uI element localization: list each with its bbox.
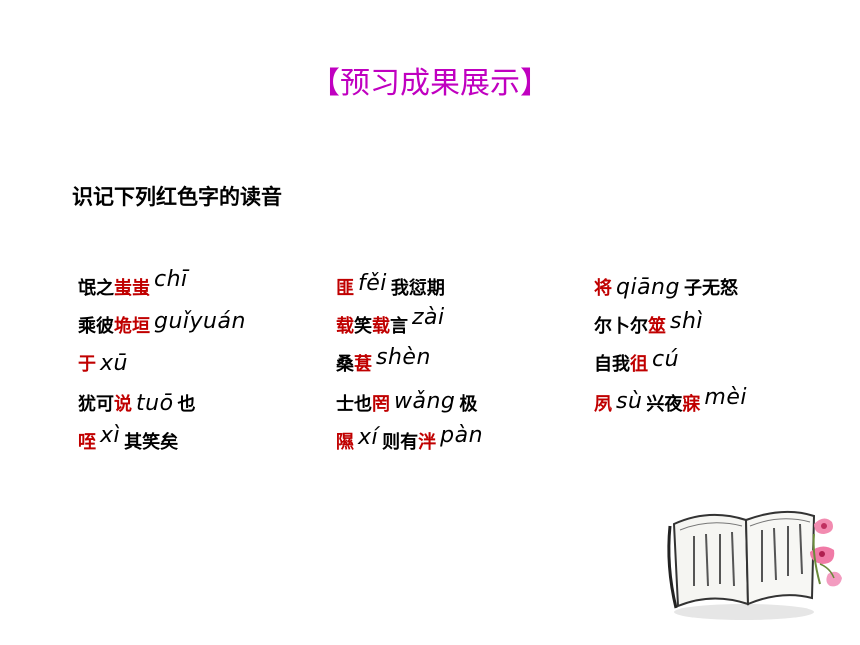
context-text: 笑 — [354, 316, 372, 337]
context-text: 自我 — [594, 354, 630, 375]
highlighted-character: 说 — [114, 394, 132, 415]
highlighted-character: 将 — [594, 278, 612, 299]
context-text: 言 — [390, 316, 408, 337]
highlighted-character: 垝垣 — [114, 316, 150, 337]
pinyin-reading: shèn — [376, 345, 431, 370]
pinyin-reading: zài — [412, 305, 445, 330]
highlighted-character: 泮 — [418, 432, 437, 453]
context-text: 氓之 — [78, 278, 114, 299]
pinyin-reading: mèi — [704, 385, 747, 410]
highlighted-character: 咥 — [78, 432, 96, 453]
pinyin-reading: xū — [100, 351, 128, 376]
pinyin-reading: xì — [100, 423, 121, 448]
highlighted-character: 罔 — [372, 394, 390, 415]
highlighted-character: 筮 — [648, 316, 666, 337]
context-text: 其笑矣 — [124, 432, 179, 453]
highlighted-character: 隰 — [336, 432, 354, 453]
context-text: 极 — [459, 394, 478, 415]
highlighted-character: 载 — [336, 316, 354, 337]
instruction-text: 识记下列红色字的读音 — [72, 185, 282, 209]
context-text: 兴夜 — [646, 394, 683, 415]
highlighted-character: 徂 — [630, 354, 648, 375]
context-text: 桑 — [336, 354, 354, 375]
pinyin-reading: wǎng — [394, 389, 456, 414]
pinyin-reading: guǐyuán — [154, 309, 246, 334]
context-text: 我愆期 — [390, 278, 445, 299]
highlighted-character: 寐 — [682, 394, 701, 415]
context-text: 则有 — [382, 432, 419, 453]
pinyin-reading: pàn — [440, 423, 484, 448]
pinyin-reading: tuō — [136, 391, 174, 416]
pinyin-reading: sù — [616, 389, 643, 414]
page-title: 【预习成果展示】 — [310, 66, 550, 101]
context-text: 乘彼 — [78, 316, 114, 337]
pinyin-reading: shì — [670, 309, 704, 334]
highlighted-character: 匪 — [336, 278, 354, 299]
highlighted-character: 夙 — [594, 394, 612, 415]
context-text: 也 — [177, 394, 196, 415]
open-book-with-flower-icon — [667, 510, 842, 620]
context-text: 犹可 — [78, 394, 114, 415]
context-text: 士也 — [336, 394, 372, 415]
highlighted-character: 于 — [78, 354, 96, 375]
pinyin-reading: qiāng — [616, 275, 680, 300]
pinyin-reading: chī — [154, 267, 188, 292]
context-text: 尔卜尔 — [594, 316, 648, 337]
highlighted-character: 葚 — [354, 354, 372, 375]
highlighted-character: 载 — [372, 316, 390, 337]
highlighted-character: 蚩蚩 — [114, 278, 150, 299]
context-text: 子无怒 — [683, 278, 738, 299]
pinyin-reading: fěi — [358, 271, 387, 296]
pinyin-reading: xí — [358, 425, 379, 450]
pinyin-reading: cú — [652, 347, 680, 372]
